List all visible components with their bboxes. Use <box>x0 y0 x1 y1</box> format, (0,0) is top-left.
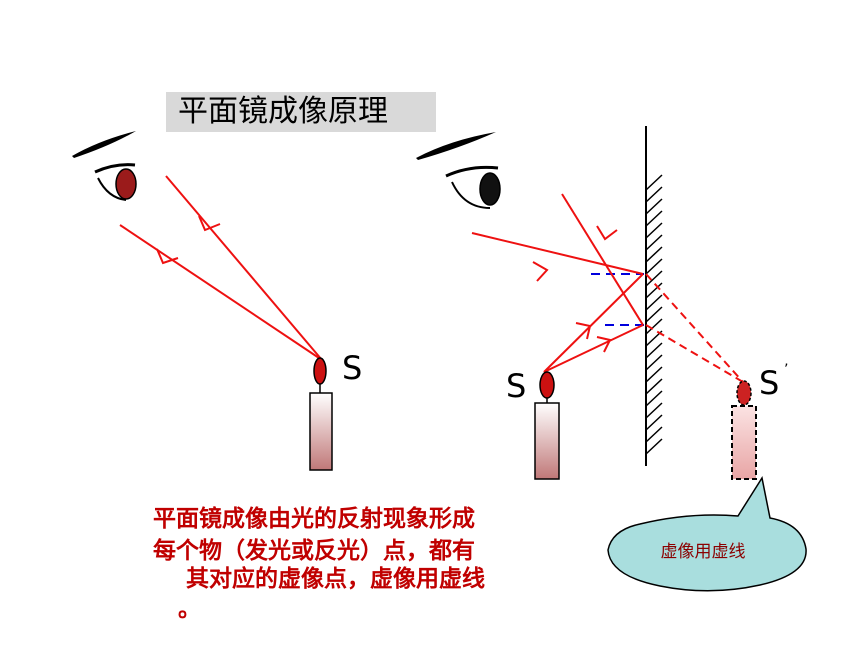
caption-line-4: 。 <box>178 596 201 622</box>
title-background <box>166 92 436 132</box>
right-candle <box>534 371 560 480</box>
caption-line-3: 其对应的虚像点，虚像用虚线 <box>186 566 485 592</box>
virtual-candle-image <box>731 380 757 480</box>
left-candle <box>309 357 333 471</box>
image-label: S <box>759 364 780 402</box>
plane-mirror <box>645 126 663 466</box>
right-eye-icon <box>416 132 501 209</box>
normal-lines <box>591 273 644 326</box>
caption-line-2: 每个物（发光或反光）点，都有 <box>153 538 475 564</box>
right-rays <box>471 193 644 373</box>
left-eye-icon <box>72 131 137 201</box>
left-rays <box>119 175 323 361</box>
source-label-right: S <box>506 367 527 405</box>
source-label-left: S <box>342 349 363 387</box>
callout-text: 虚像用虚线 <box>660 542 746 562</box>
callout-bubble <box>607 476 807 592</box>
caption-line-1: 平面镜成像由光的反射现象形成 <box>153 506 475 532</box>
virtual-rays <box>645 273 744 383</box>
diagram-title: 平面镜成像原理 <box>178 94 388 129</box>
image-prime-mark: ’ <box>784 362 789 378</box>
